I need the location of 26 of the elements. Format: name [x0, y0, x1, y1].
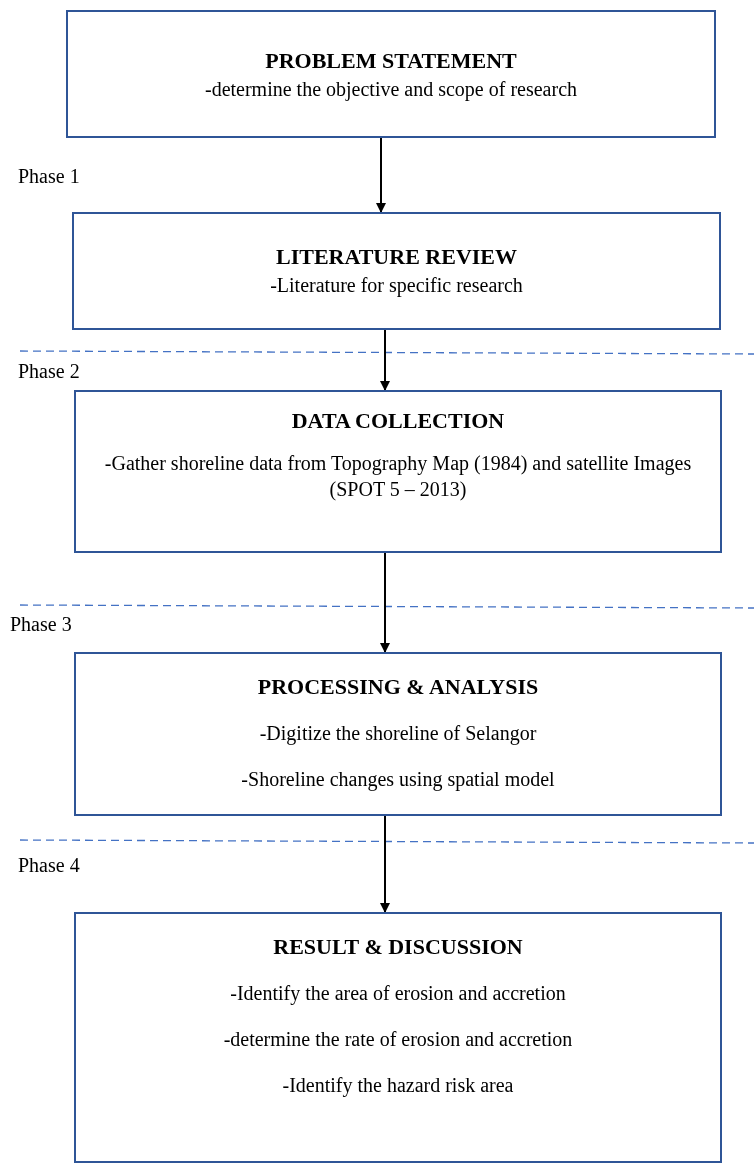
- phase-label: Phase 1: [18, 164, 80, 188]
- process-box: [74, 390, 722, 553]
- box-heading: PROBLEM STATEMENT: [265, 48, 517, 74]
- phase-label: Phase 2: [18, 359, 80, 383]
- arrow: [380, 552, 390, 653]
- process-box: [72, 212, 721, 330]
- box-description: -Digitize the shoreline of Selangor: [258, 721, 538, 746]
- phase-label: Phase 3: [10, 612, 72, 636]
- arrow: [376, 137, 386, 213]
- box-heading: LITERATURE REVIEW: [275, 244, 517, 270]
- process-box: [66, 10, 716, 138]
- box-heading: RESULT & DISCUSSION: [273, 934, 523, 960]
- arrow: [380, 329, 390, 391]
- box-heading: DATA COLLECTION: [291, 408, 505, 434]
- box-description: -Shoreline changes using spatial model: [240, 767, 556, 792]
- box-description: -Gather shoreline data from Topography Map (1984) and satellite Images (SPOT 5 – 2013): [103, 451, 693, 502]
- box-description: -determine the objective and scope of research: [203, 77, 578, 102]
- box-heading: PROCESSING & ANALYSIS: [257, 674, 539, 700]
- box-description: -determine the rate of erosion and accretion: [222, 1027, 574, 1052]
- phase-label: Phase 4: [18, 853, 80, 877]
- arrow: [380, 815, 390, 913]
- box-description: -Literature for specific research: [269, 273, 524, 298]
- process-box: [74, 912, 722, 1163]
- process-box: [74, 652, 722, 816]
- box-description: -Identify the hazard risk area: [281, 1073, 515, 1098]
- box-description: -Identify the area of erosion and accretion: [229, 981, 567, 1006]
